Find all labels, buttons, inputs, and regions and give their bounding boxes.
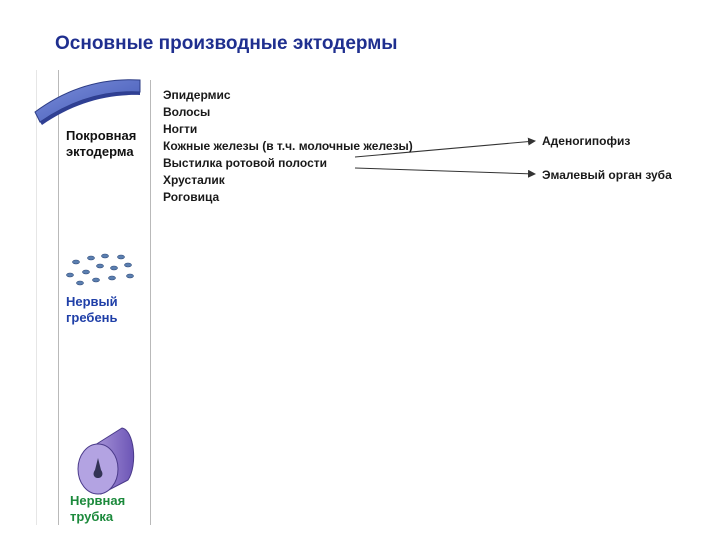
page-title: Основные производные эктодермы <box>55 33 398 54</box>
arrow-to-enamel-organ <box>354 167 536 178</box>
list-item: Волосы <box>163 105 211 119</box>
list-item: Кожные железы (в т.ч. молочные железы) <box>163 139 413 153</box>
left-border-line <box>58 70 59 525</box>
derivatives-list: Эпидермис Волосы Ногти Кожные железы (в … <box>163 87 413 206</box>
list-item: Эпидермис <box>163 88 231 102</box>
target-adenohypophysis: Аденогипофиз <box>542 134 631 148</box>
neural-tube-icon <box>77 427 135 495</box>
surface-ectoderm-label: Покровная эктодерма <box>66 128 137 159</box>
list-item: Ногти <box>163 122 198 136</box>
ectoderm-sheet-icon <box>34 79 141 125</box>
list-item: Роговица <box>163 190 220 204</box>
right-border-line <box>150 80 151 525</box>
outer-edge-line <box>36 70 37 525</box>
list-item: Выстилка ротовой полости <box>163 156 327 170</box>
list-item: Хрусталик <box>163 173 225 187</box>
neural-crest-label: Нервый гребень <box>66 294 118 325</box>
neural-crest-cells-icon <box>66 253 134 286</box>
arrow-to-adenohypophysis <box>354 137 536 158</box>
neural-tube-label: Нервная трубка <box>70 493 126 524</box>
target-enamel-organ: Эмалевый орган зуба <box>542 168 672 182</box>
